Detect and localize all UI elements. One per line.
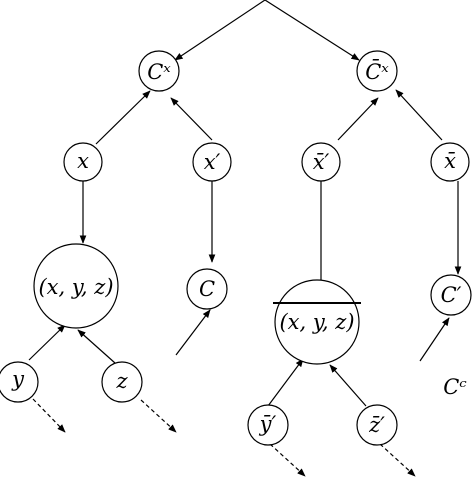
node-xbar-label: x̄ bbox=[444, 149, 456, 173]
node-y: y bbox=[0, 361, 39, 403]
edges bbox=[28, 0, 462, 477]
node-cprime: C′ bbox=[430, 274, 472, 316]
node-xprime-label: x′ bbox=[204, 150, 221, 174]
label-cc: Cᶜ bbox=[443, 375, 466, 399]
node-x: x bbox=[63, 142, 103, 182]
edge-root-to-cbarx bbox=[264, 0, 360, 61]
node-z-label: z bbox=[115, 369, 128, 393]
edge-xbarprime-to-cbarx bbox=[337, 97, 379, 141]
node-xbar: x̄ bbox=[430, 142, 470, 182]
edge-ybarprime-to-xyzbar bbox=[267, 358, 304, 407]
edge-y-to-xyz bbox=[28, 324, 66, 361]
node-ybarprime-label: ȳ′ bbox=[259, 412, 277, 436]
node-cx: Cˣ bbox=[138, 50, 180, 92]
node-xbarprime: x̄′ bbox=[301, 142, 341, 182]
edge-incoming-c bbox=[175, 309, 211, 356]
edge-zbarprime-to-xyzbar bbox=[329, 364, 367, 407]
dashed-edge-zbarprime bbox=[379, 443, 416, 477]
edge-xprime-to-cx bbox=[170, 97, 213, 141]
node-xprime: x′ bbox=[192, 142, 232, 182]
node-x-label: x bbox=[77, 149, 89, 173]
node-zbarprime: z̄′ bbox=[356, 404, 398, 446]
node-cbarx: C̄ˣ bbox=[356, 50, 398, 92]
dashed-edge-y bbox=[32, 398, 66, 433]
edge-x-to-cx bbox=[95, 90, 151, 145]
node-z: z bbox=[101, 361, 143, 403]
edge-incoming-cprime bbox=[419, 317, 450, 362]
node-c: C bbox=[186, 268, 228, 310]
node-xbarprime-label: x̄′ bbox=[313, 150, 330, 174]
node-xyz-bar-label: (x, y, z) bbox=[279, 310, 354, 334]
node-xyz: (x, y, z) bbox=[33, 243, 119, 329]
node-cprime-label: C′ bbox=[441, 283, 462, 307]
edge-z-to-xyz bbox=[77, 329, 116, 364]
node-ybarprime: ȳ′ bbox=[247, 404, 289, 446]
dashed-edge-z bbox=[140, 399, 177, 433]
node-y-label: y bbox=[11, 367, 25, 391]
node-cx-label: Cˣ bbox=[147, 60, 171, 84]
edge-xbar-to-cbarx bbox=[395, 89, 443, 141]
node-cbarx-label: C̄ˣ bbox=[365, 59, 389, 84]
node-xyz-bar: (x, y, z) bbox=[273, 279, 361, 365]
node-xyz-label: (x, y, z) bbox=[38, 275, 113, 299]
dashed-edge-ybarprime bbox=[269, 443, 306, 477]
node-zbarprime-label: z̄′ bbox=[368, 413, 385, 437]
node-c-label: C bbox=[199, 277, 215, 301]
edge-root-to-cx bbox=[174, 0, 266, 61]
